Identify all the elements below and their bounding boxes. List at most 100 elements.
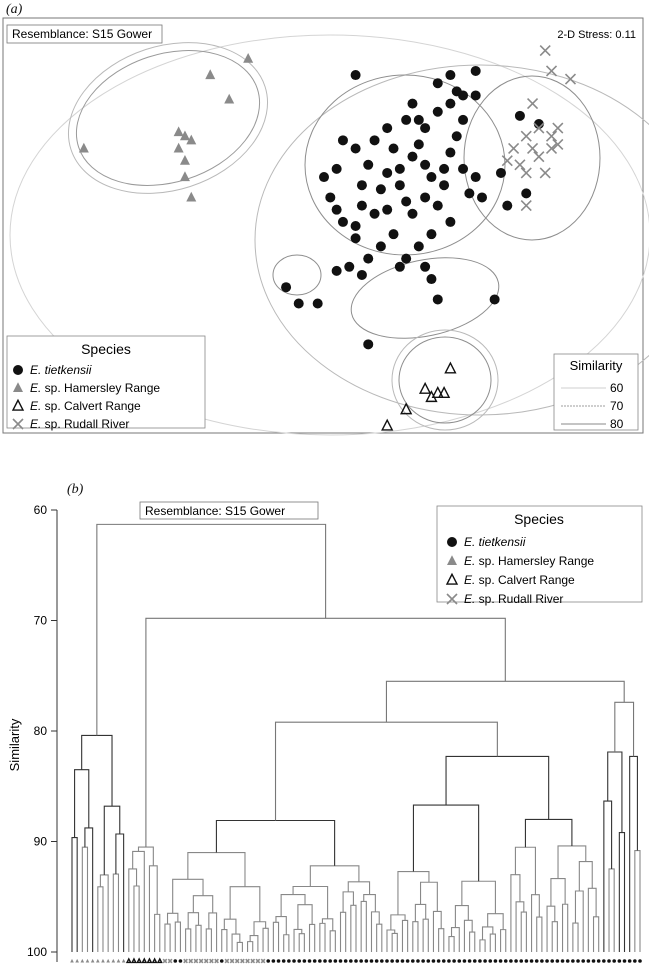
mds-point-dot-1 <box>382 123 393 134</box>
dendrogram-branch-102 <box>618 831 626 952</box>
leaf-marker-84 <box>503 959 508 963</box>
mds-point-dot-2 <box>401 114 412 125</box>
dendrogram-branch-105 <box>629 755 638 952</box>
leaf-marker-106 <box>617 959 622 963</box>
leaf-marker-29 <box>219 959 224 963</box>
dendrogram-branch-32 <box>262 927 269 952</box>
dendrogram-branches <box>71 523 641 952</box>
mds-point-dot-45 <box>413 241 424 252</box>
leaf-marker-44 <box>297 959 302 963</box>
dendrogram-branch-63 <box>422 918 429 952</box>
mds-point-tri-open-6 <box>381 418 394 431</box>
mds-point-dot-9 <box>432 78 443 89</box>
leaf-marker-33 <box>240 958 245 964</box>
dendrogram-branch-20 <box>195 924 202 952</box>
leaf-marker-45 <box>302 959 307 963</box>
mds-point-dot-38 <box>445 147 456 158</box>
y-tick-label-0: 60 <box>34 503 48 517</box>
dendrogram-branch-84 <box>536 916 543 952</box>
leaf-marker-19 <box>167 958 173 964</box>
leaf-marker-51 <box>333 959 338 963</box>
mds-point-dot-62 <box>495 167 506 178</box>
similarity-label-70: 70 <box>610 399 624 413</box>
dendrogram-branch-104 <box>634 849 641 952</box>
leaf-marker-23 <box>188 958 194 964</box>
leaf-marker-24 <box>193 958 199 964</box>
dendrogram-branch-94 <box>587 887 597 952</box>
dendrogram-branch-75 <box>489 933 496 952</box>
mds-point-dot-4 <box>432 106 443 117</box>
mds-point-dot-43 <box>445 216 456 227</box>
panel-a-label: (a) <box>6 2 23 17</box>
leaf-marker-88 <box>524 959 529 963</box>
mds-legend-label-1: E. sp. Hamersley Range <box>30 381 160 395</box>
dendrogram-legend-marker-0 <box>447 537 457 547</box>
mds-legend-title: Species <box>81 341 131 357</box>
mds-point-dot-19 <box>350 143 361 154</box>
leaf-marker-67 <box>416 959 420 963</box>
dendrogram-branch-66 <box>432 910 442 952</box>
mds-point-cross-11 <box>552 138 564 150</box>
dendrogram-branch-21 <box>187 912 200 929</box>
leaf-marker-36 <box>255 958 261 964</box>
mds-point-cross-4 <box>526 142 539 155</box>
leaf-marker-76 <box>462 959 467 963</box>
mds-point-dot-39 <box>451 131 462 142</box>
dendrogram-branch-30 <box>247 941 254 952</box>
mds-legend-label-3: E. sp. Rudall River <box>30 417 129 431</box>
leaf-marker-75 <box>457 959 462 963</box>
dendrogram-legend-marker-3 <box>446 593 458 605</box>
mds-point-dot-42 <box>464 188 475 199</box>
mds-point-dot-47 <box>388 229 399 240</box>
dendrogram-branch-28 <box>231 933 241 952</box>
dendrogram-branch-69 <box>448 935 455 952</box>
contour-60-outer <box>9 34 649 436</box>
mds-ordination-plot: Resemblance: S15 Gower 2-D Stress: 0.11 … <box>2 17 649 436</box>
leaf-marker-12 <box>131 957 137 964</box>
mds-point-cross-14 <box>501 155 513 167</box>
leaf-marker-38 <box>266 959 271 963</box>
mds-point-dot-46 <box>401 253 412 264</box>
leaf-marker-15 <box>146 957 153 964</box>
dendrogram-branch-19 <box>185 928 192 952</box>
mds-point-tri-2 <box>173 142 184 153</box>
leaf-marker-30 <box>224 958 230 964</box>
dendrogram-branch-27 <box>236 941 243 952</box>
leaf-marker-95 <box>560 959 565 963</box>
leaf-marker-13 <box>136 957 143 964</box>
leaf-marker-66 <box>411 959 415 963</box>
dendrogram-title: Resemblance: S15 Gower <box>145 504 285 518</box>
contour-70-main <box>254 64 649 416</box>
leaf-marker-89 <box>529 959 534 963</box>
dendrogram-branch-31 <box>249 935 259 952</box>
dendrogram-branch-2 <box>84 827 94 952</box>
leaf-marker-59 <box>374 959 379 963</box>
dendrogram-branch-74 <box>479 939 486 952</box>
mds-point-dot-5 <box>445 98 456 109</box>
mds-point-dot-23 <box>325 192 336 203</box>
dendrogram-branch-55 <box>347 881 371 895</box>
leaf-marker-56 <box>359 959 363 963</box>
leaf-marker-78 <box>472 959 477 963</box>
dendrogram-branch-78 <box>487 913 504 930</box>
contour-80-calvert <box>398 336 492 424</box>
mds-point-cross-7 <box>520 167 532 179</box>
dendrogram-branch-17 <box>174 921 181 952</box>
mds-point-dot-44 <box>426 229 437 240</box>
leaf-marker-94 <box>555 959 560 963</box>
leaf-marker-47 <box>312 959 317 963</box>
leaf-marker-41 <box>281 959 286 963</box>
leaf-marker-109 <box>633 959 637 963</box>
mds-point-dot-35 <box>432 200 443 211</box>
leaf-marker-49 <box>323 959 327 963</box>
dendrogram-branch-91 <box>572 922 579 952</box>
leaf-marker-52 <box>338 959 343 963</box>
mds-point-dot-41 <box>470 172 481 183</box>
mds-point-dot-33 <box>407 208 418 219</box>
leaf-marker-17 <box>156 957 163 964</box>
dendrogram-branch-79 <box>461 880 496 914</box>
dendrogram-branch-86 <box>514 846 536 895</box>
mds-point-dot-13 <box>413 139 424 150</box>
mds-point-dot-21 <box>331 163 342 174</box>
